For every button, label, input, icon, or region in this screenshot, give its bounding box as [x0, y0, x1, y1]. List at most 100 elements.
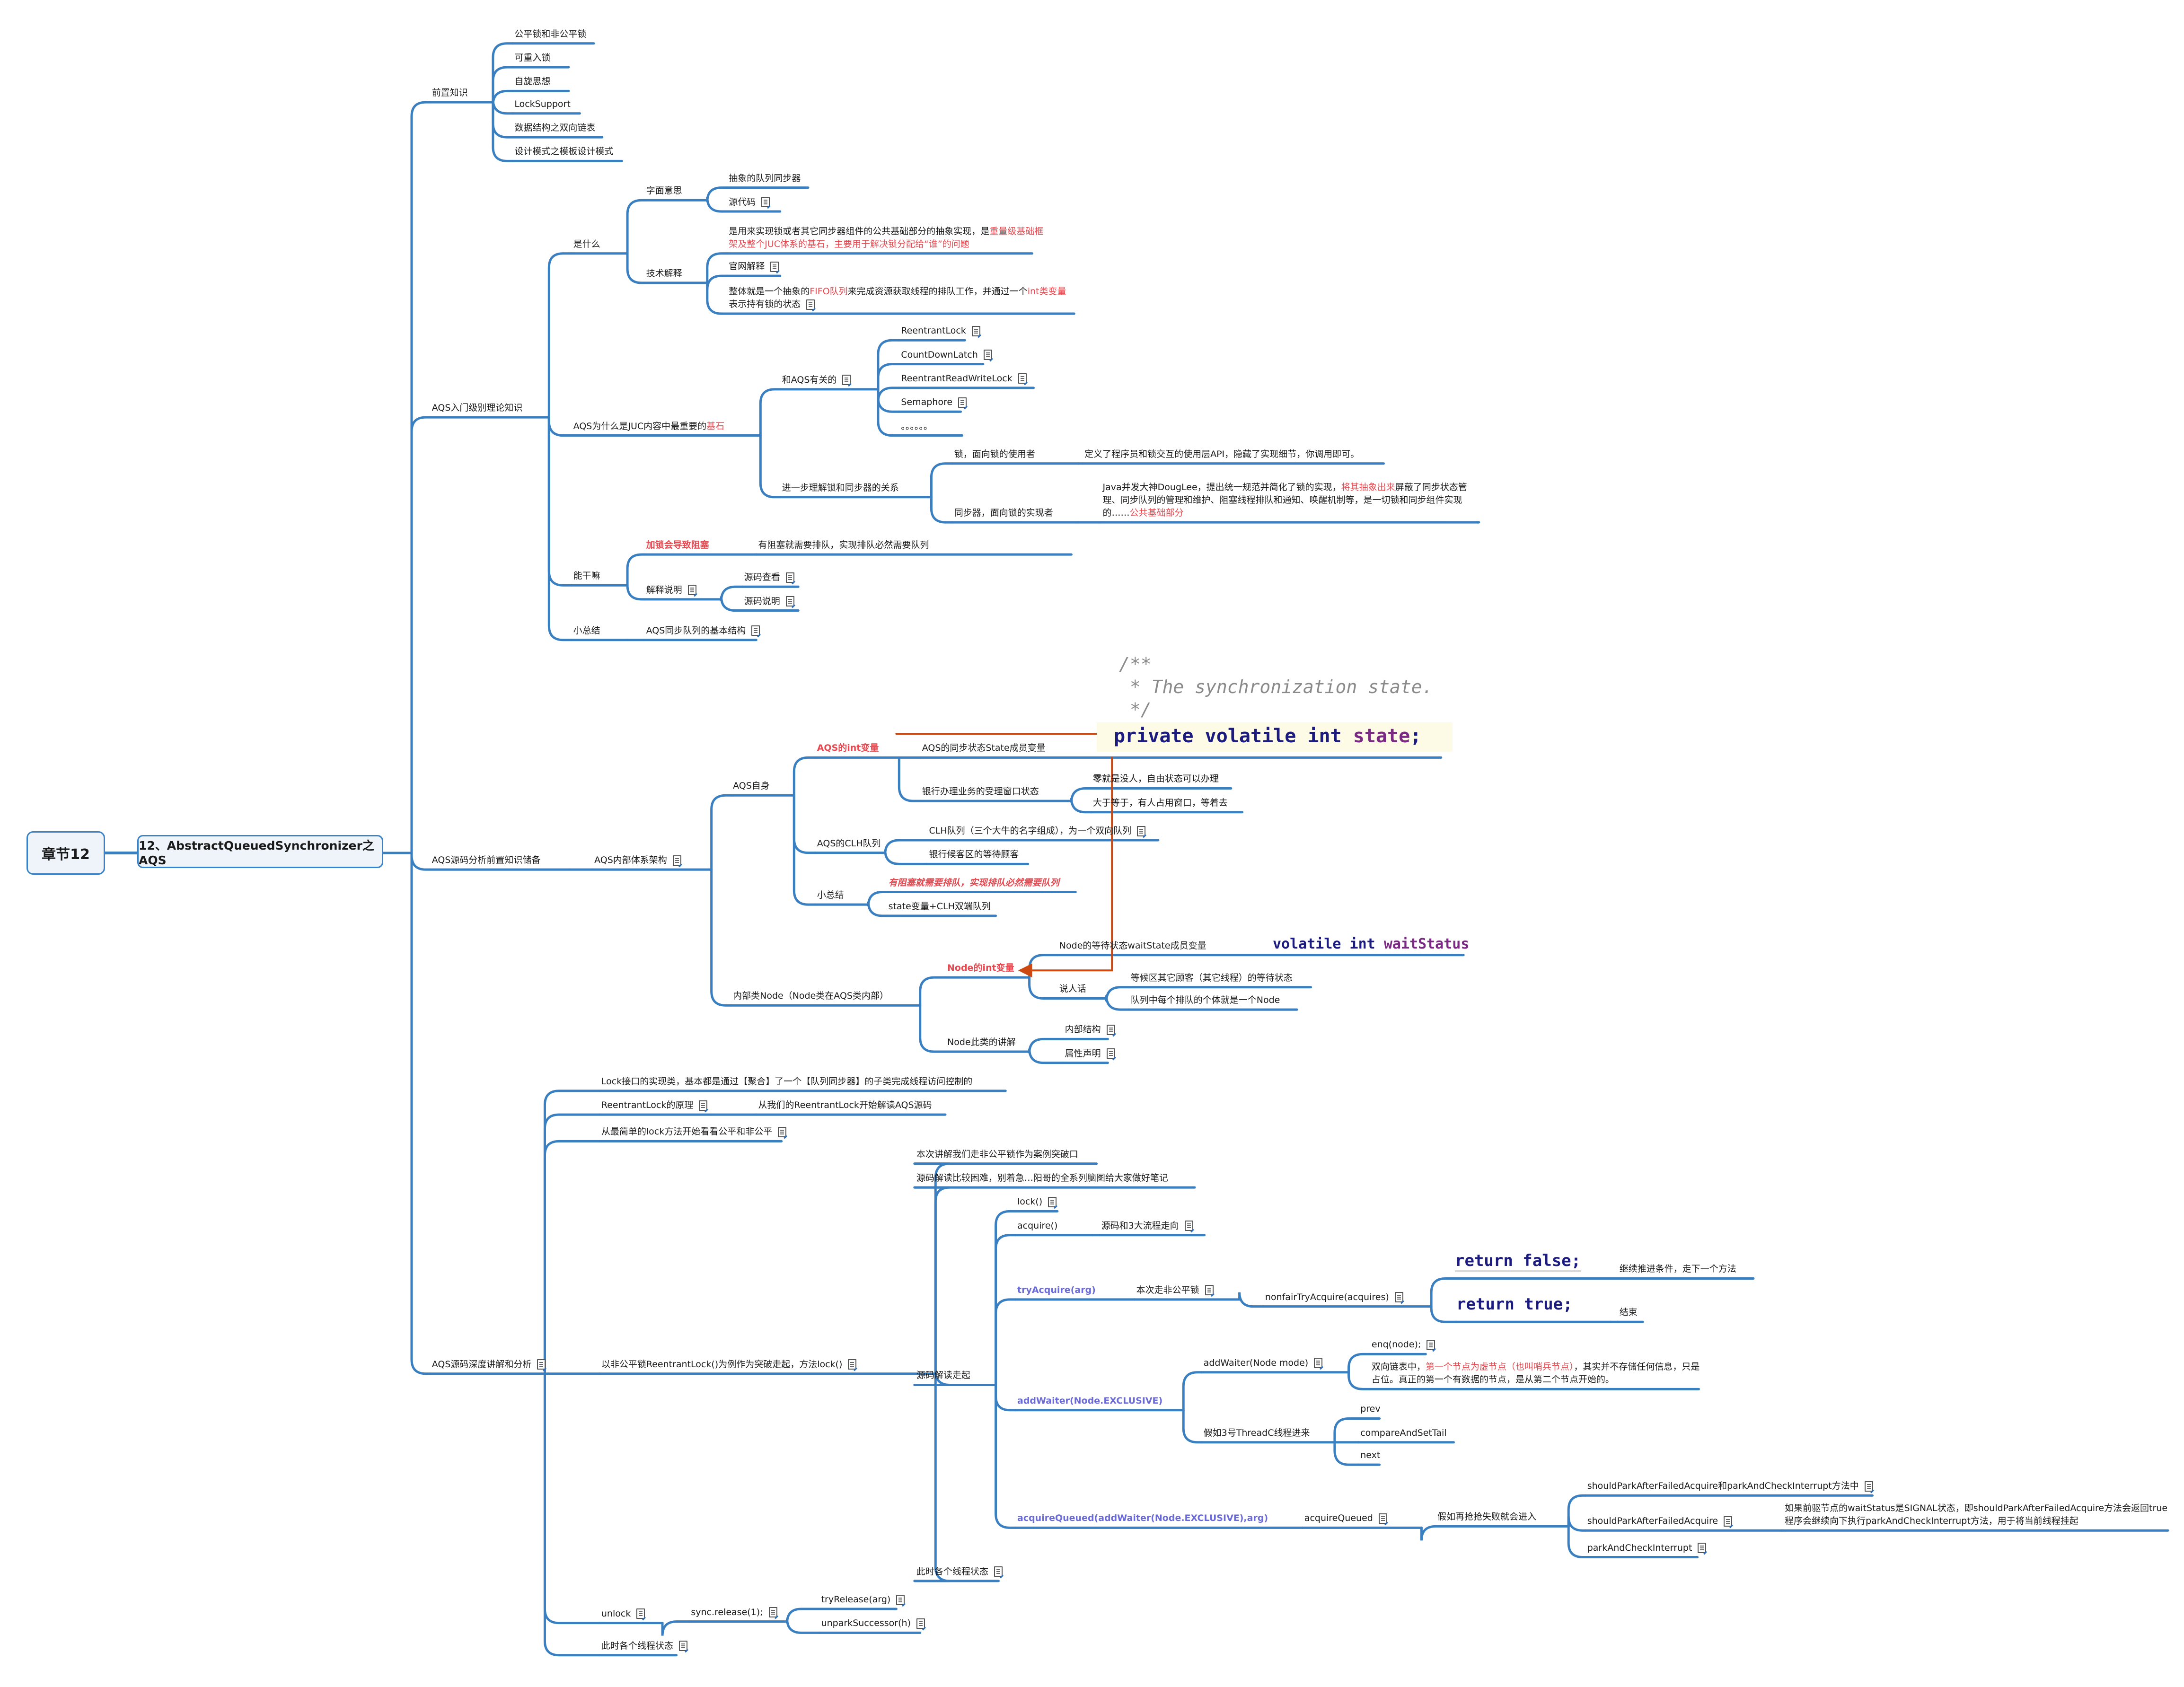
branch-intro[interactable]: AQS入门级别理论知识 — [432, 402, 523, 414]
acquire-queued-name[interactable]: acquireQueued — [1304, 1512, 1387, 1525]
deep-lock-impl[interactable]: Lock接口的实现类，基本都是通过【聚合】了一个【队列同步器】的子类完成线程访问… — [601, 1075, 972, 1088]
node-explain-class[interactable]: Node此类的讲解 — [947, 1036, 1016, 1049]
note-icon[interactable] — [1378, 1513, 1387, 1524]
node-blocking[interactable]: 加锁会导致阻塞 — [646, 539, 709, 552]
note-icon[interactable] — [770, 261, 779, 272]
queued-item[interactable]: shouldParkAfterFailedAcquire — [1587, 1515, 1733, 1528]
node-human-speak[interactable]: 说人话 — [1059, 983, 1086, 995]
note-icon[interactable] — [958, 397, 967, 408]
note-icon[interactable] — [1314, 1358, 1323, 1369]
note-icon[interactable] — [994, 1566, 1003, 1577]
note-icon[interactable] — [672, 855, 681, 866]
note-icon[interactable] — [751, 625, 760, 636]
deep-simple[interactable]: 从最简单的lock方法开始看看公平和非公平 — [601, 1125, 787, 1138]
node-read[interactable]: 源码解读走起 — [916, 1369, 970, 1382]
literal-item[interactable]: 源代码 — [729, 196, 770, 209]
tech-official[interactable]: 官网解释 — [729, 260, 779, 273]
node-int-var[interactable]: Node的int变量 — [947, 962, 1014, 975]
related-item[interactable]: CountDownLatch — [901, 349, 992, 361]
note-icon[interactable] — [848, 1359, 857, 1370]
note-icon[interactable] — [1137, 826, 1146, 836]
note-icon[interactable] — [983, 350, 992, 360]
related-item[interactable]: ReentrantLock — [901, 325, 980, 337]
related-item[interactable]: ReentrantReadWriteLock — [901, 372, 1027, 385]
note-icon[interactable] — [1184, 1221, 1193, 1231]
node-can[interactable]: 能干嘛 — [573, 570, 600, 582]
deep-nonfair[interactable]: 以非公平锁ReentrantLock()为例作为突破走起，方法lock() — [601, 1358, 857, 1371]
node-unlock[interactable]: unlock — [601, 1608, 645, 1620]
node-summary[interactable]: 小总结 — [573, 624, 600, 637]
method-acquire-queued[interactable]: acquireQueued(addWaiter(Node.EXCLUSIVE),… — [1017, 1512, 1268, 1525]
human-item[interactable]: 队列中每个排队的个体就是一个Node — [1131, 994, 1280, 1007]
node-literal[interactable]: 字面意思 — [646, 185, 682, 197]
prereq-item[interactable]: 自旋思想 — [514, 75, 550, 88]
note-icon[interactable] — [1427, 1339, 1435, 1350]
prereq-item[interactable]: LockSupport — [514, 98, 570, 111]
add-waiter-mode[interactable]: addWaiter(Node mode) — [1204, 1357, 1323, 1370]
aqs-int-var[interactable]: AQS的int变量 — [817, 742, 879, 755]
node-aqs-self[interactable]: AQS自身 — [733, 780, 770, 792]
node-explain[interactable]: 解释说明 — [646, 584, 696, 597]
literal-item[interactable]: 抽象的队列同步器 — [729, 172, 801, 185]
node-lock-user[interactable]: 锁，面向锁的使用者 — [954, 448, 1035, 461]
spafa-desc[interactable]: 如果前驱节点的waitStatus是SIGNAL状态，即shouldParkAf… — [1785, 1502, 2170, 1528]
tech-desc[interactable]: 整体就是一个抽象的FIFO队列来完成资源获取线程的排队工作，并通过一个int类变… — [729, 285, 1072, 311]
sync-release[interactable]: sync.release(1); — [691, 1606, 777, 1619]
note-icon[interactable] — [678, 1641, 687, 1652]
note-icon[interactable] — [1724, 1516, 1733, 1527]
principle-desc[interactable]: 从我们的ReentrantLock开始解读AQS源码 — [758, 1099, 932, 1112]
node-bank-window[interactable]: 银行办理业务的受理窗口状态 — [922, 785, 1039, 798]
note-icon[interactable] — [1106, 1024, 1115, 1035]
sync-impl-desc[interactable]: Java并发大神DougLee，提出统一规范并简化了锁的实现，将其抽象出来屏蔽了… — [1103, 481, 1478, 519]
node-self-summary[interactable]: 小总结 — [817, 889, 844, 902]
root-topic[interactable]: 章节12 — [26, 831, 105, 875]
nonfair-hard[interactable]: 源码解读比较困难，别着急…阳哥的全系列脑图给大家做好笔记 — [916, 1172, 1168, 1185]
node-inner-node[interactable]: 内部类Node（Node类在AQS类内部） — [733, 990, 889, 1002]
acquire-fail[interactable]: 假如再抢抢失败就会进入 — [1437, 1511, 1536, 1523]
threadc-item[interactable]: next — [1360, 1449, 1380, 1462]
aqs-state-member[interactable]: AQS的同步状态State成员变量 — [922, 742, 1046, 755]
threadc-item[interactable]: prev — [1360, 1403, 1380, 1415]
node-related[interactable]: 和AQS有关的 — [782, 374, 851, 387]
branch-prereq[interactable]: 前置知识 — [432, 87, 468, 99]
node-why[interactable]: AQS为什么是JUC内容中最重要的基石 — [573, 420, 724, 433]
threadc-node[interactable]: 假如3号ThreadC线程进来 — [1204, 1427, 1310, 1440]
node-explain-item[interactable]: 属性声明 — [1065, 1047, 1115, 1060]
related-item[interactable]: 。。。。。。 — [901, 420, 933, 433]
method-lock[interactable]: lock() — [1017, 1195, 1057, 1208]
note-icon[interactable] — [1864, 1481, 1873, 1492]
node-relation[interactable]: 进一步理解锁和同步器的关系 — [782, 482, 899, 494]
node-waitstate-member[interactable]: Node的等待状态waitState成员变量 — [1059, 940, 1206, 952]
explain-item[interactable]: 源码查看 — [744, 571, 794, 584]
summary-item[interactable]: AQS同步队列的基本结构 — [646, 624, 760, 637]
note-icon[interactable] — [778, 1126, 787, 1137]
return-true-desc[interactable]: 结束 — [1620, 1306, 1638, 1319]
threadc-item[interactable]: compareAndSetTail — [1360, 1427, 1446, 1440]
branch-prep[interactable]: AQS源码分析前置知识储备 — [432, 854, 541, 867]
node-clh[interactable]: AQS的CLH队列 — [817, 837, 881, 850]
clh-item[interactable]: CLH队列（三个大牛的名字组成），为一个双向队列 — [929, 825, 1146, 837]
note-icon[interactable] — [537, 1359, 546, 1370]
note-icon[interactable] — [1018, 373, 1027, 384]
note-icon[interactable] — [1698, 1543, 1707, 1554]
lock-user-desc[interactable]: 定义了程序员和锁交互的使用层API，隐藏了实现细节，你调用即可。 — [1084, 448, 1359, 461]
note-icon[interactable] — [699, 1100, 708, 1111]
enq-node[interactable]: enq(node); — [1372, 1338, 1435, 1351]
note-icon[interactable] — [842, 375, 851, 386]
bank-item[interactable]: 大于等于，有人占用窗口，等着去 — [1093, 797, 1228, 809]
bank-item[interactable]: 零就是没人，自由状态可以办理 — [1093, 773, 1219, 785]
note-icon[interactable] — [1048, 1196, 1057, 1207]
note-icon[interactable] — [761, 197, 770, 208]
prereq-item[interactable]: 可重入锁 — [514, 52, 550, 64]
tech-desc[interactable]: 是用来实现锁或者其它同步器组件的公共基础部分的抽象实现，是重量级基础框架及整个J… — [729, 225, 1044, 251]
self-summary-item[interactable]: state变量+CLH双端队列 — [889, 900, 991, 913]
main-topic[interactable]: 12、AbstractQueuedSynchronizer之AQS — [137, 835, 383, 868]
release-item[interactable]: unparkSuccessor(h) — [821, 1617, 925, 1630]
node-explain-item[interactable]: 内部结构 — [1065, 1023, 1115, 1036]
prereq-item[interactable]: 设计模式之模板设计模式 — [514, 145, 613, 158]
clh-item[interactable]: 银行候客区的等待顾客 — [929, 848, 1019, 861]
related-item[interactable]: Semaphore — [901, 396, 967, 409]
self-summary-item[interactable]: 有阻塞就需要排队，实现排队必然需要队列 — [889, 877, 1059, 889]
branch-deep[interactable]: AQS源码深度讲解和分析 — [432, 1358, 546, 1371]
prereq-item[interactable]: 数据结构之双向链表 — [514, 122, 595, 134]
